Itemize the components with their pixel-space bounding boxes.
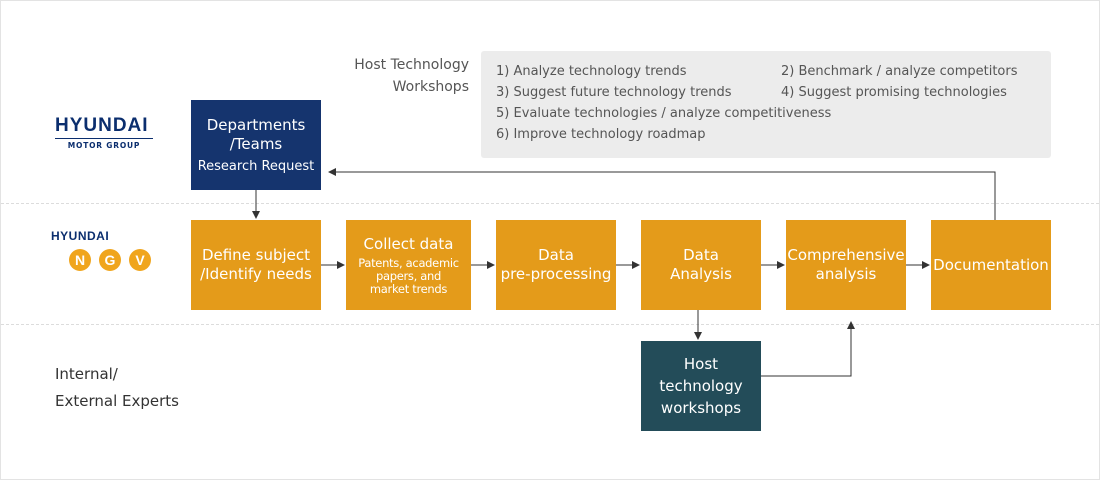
hmg-logo-sub: MOTOR GROUP — [67, 141, 141, 150]
ngv-letter-v: V — [129, 249, 151, 271]
ngv-logo-word: HYUNDAI — [51, 229, 110, 243]
documentation-label: Documentation — [933, 255, 1049, 274]
preprocess-line1: Data — [538, 246, 574, 264]
collect-sub-line1: Patents, academic — [358, 255, 459, 270]
departments-title: Departments /Teams — [207, 116, 306, 154]
workshop-header-line2: Workshops — [392, 79, 469, 95]
hmg-logo-rule — [55, 138, 153, 139]
departments-title-line2: /Teams — [229, 134, 283, 153]
collect-data-box: Collect data Patents, academic papers, a… — [346, 220, 471, 310]
experts-line1: Internal/ — [55, 365, 118, 383]
lane-divider-bottom — [1, 324, 1099, 325]
workshop-items-panel: 1) Analyze technology trends 2) Benchmar… — [481, 51, 1051, 158]
collect-title: Collect data — [363, 234, 454, 253]
collect-sub-line2: papers, and — [375, 268, 442, 283]
workshop-header-line1: Host Technology — [354, 57, 469, 73]
workshops-line3: workshops — [660, 399, 742, 417]
analysis-line2: Analysis — [670, 265, 732, 283]
comprehensive-analysis-box: Comprehensive analysis — [786, 220, 906, 310]
ngv-letter-g: G — [99, 249, 121, 271]
define-line1: Define subject — [201, 246, 311, 264]
departments-title-line1: Departments — [206, 115, 306, 134]
departments-box: Departments /Teams Research Request — [191, 100, 321, 190]
workshop-item: 5) Evaluate technologies / analyze compe… — [496, 106, 832, 121]
comprehensive-line2: analysis — [815, 265, 877, 283]
workshop-item: 3) Suggest future technology trends — [496, 85, 732, 100]
departments-sub: Research Request — [197, 158, 315, 174]
define-subject-box: Define subject /Identify needs — [191, 220, 321, 310]
host-workshops-box: Host technology workshops — [641, 341, 761, 431]
hyundai-motor-group-logo: HYUNDAI MOTOR GROUP — [55, 116, 153, 150]
workshop-item: 4) Suggest promising technologies — [781, 85, 1007, 100]
ngv-letter-n: N — [69, 249, 91, 271]
workshop-item: 2) Benchmark / analyze competitors — [781, 64, 1018, 79]
analysis-line1: Data — [683, 246, 719, 264]
collect-sub: Patents, academic papers, and market tre… — [358, 255, 459, 296]
preprocess-line2: pre-processing — [500, 265, 612, 283]
documentation-box: Documentation — [931, 220, 1051, 310]
lane-divider-top — [1, 203, 1099, 204]
data-preprocessing-box: Data pre-processing — [496, 220, 616, 310]
workshop-header: Host Technology Workshops — [331, 54, 469, 98]
define-line2: /Identify needs — [200, 265, 312, 283]
data-analysis-box: Data Analysis — [641, 220, 761, 310]
hyundai-ngv-logo: HYUNDAI N G V — [51, 229, 161, 271]
workshop-item: 6) Improve technology roadmap — [496, 127, 706, 142]
experts-line2: External Experts — [55, 392, 179, 410]
experts-lane-label: Internal/ External Experts — [55, 361, 179, 415]
arrow-workshops-to-comprehensive — [761, 321, 855, 377]
comprehensive-line1: Comprehensive — [787, 246, 905, 264]
arrow-documentation-to-departments — [328, 168, 996, 220]
collect-sub-line3: market trends — [369, 281, 448, 296]
workshop-item: 1) Analyze technology trends — [496, 64, 687, 79]
hmg-logo-word: HYUNDAI — [55, 115, 149, 136]
ngv-letters: N G V — [69, 249, 161, 271]
workshops-line1: Host — [683, 355, 719, 373]
workshops-line2: technology — [659, 377, 743, 395]
